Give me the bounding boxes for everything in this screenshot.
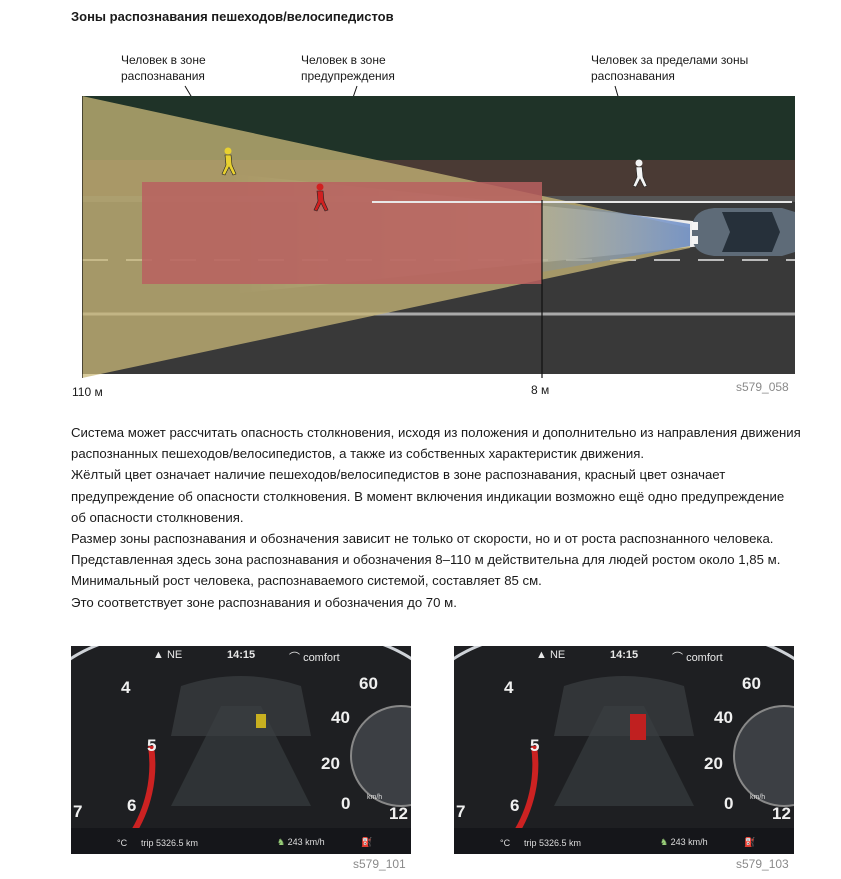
drive-mode: ⌒ comfort	[672, 652, 723, 664]
rpm-label: 4	[121, 678, 131, 697]
callout-warning: Человек в зоне предупреждения	[301, 52, 395, 84]
range-value: 243 km/h	[670, 837, 708, 847]
rpm-label: 7	[456, 802, 466, 821]
speed-label: 60	[742, 674, 761, 693]
heading: ▲ NE	[536, 649, 566, 661]
speed-label: 40	[714, 708, 733, 727]
heading: ▲ NE	[153, 649, 183, 661]
rpm-label: 5	[147, 736, 157, 755]
paragraph: Жёлтый цвет означает наличие пешеходов/в…	[71, 467, 785, 525]
temp-unit: °C	[500, 838, 511, 848]
temp-unit: °C	[117, 838, 128, 848]
drive-mode-text: comfort	[303, 652, 340, 664]
warning-zone	[142, 182, 542, 284]
callout-line: Человек за пределами зоны	[591, 53, 749, 67]
callout-line: Человек в зоне	[121, 53, 206, 67]
figure-code: s579_101	[353, 857, 406, 871]
fuel-icon: ⛽	[361, 837, 373, 847]
page-title: Зоны распознавания пешеходов/велосипедис…	[71, 9, 394, 24]
drive-mode: ⌒ comfort	[289, 652, 340, 664]
heading-text: NE	[549, 649, 566, 661]
callout-detection: Человек в зоне распознавания	[121, 52, 206, 84]
dashboard-graphic	[71, 646, 411, 854]
fuel-icon: ⛽	[744, 837, 756, 847]
speed-label: 60	[359, 674, 378, 693]
speed-label: 40	[331, 708, 350, 727]
callout-outside: Человек за пределами зоны распознавания	[591, 52, 748, 84]
drive-mode-text: comfort	[686, 652, 723, 664]
speed-unit: km/h	[367, 794, 383, 801]
range-value: 243 km/h	[287, 837, 325, 847]
dashboard-warning: ▲ NE 14:15 ⌒ comfort 4 5 6 7 60 40 20 0 …	[454, 646, 794, 854]
heading-text: NE	[166, 649, 183, 661]
dashboard-bottom-bar	[71, 828, 411, 854]
speed-unit: km/h	[750, 794, 766, 801]
trip-value: 5326.5 km	[156, 838, 199, 848]
figure-code: s579_103	[736, 857, 789, 871]
pedestrian-white-icon	[632, 159, 648, 188]
trip-readout: trip 5326.5 km	[141, 838, 198, 848]
speed-label: 12	[772, 804, 791, 823]
distance-near: 8 м	[531, 383, 550, 397]
clock: 14:15	[610, 649, 639, 661]
rpm-label: 6	[510, 796, 520, 815]
paragraph: Система может рассчитать опасность столк…	[71, 425, 801, 462]
trip-readout: trip 5326.5 km	[524, 838, 581, 848]
trip-label: trip	[524, 838, 537, 848]
pedestrian-red-icon	[313, 183, 329, 212]
dashboard-detection: ▲ NE 14:15 ⌒ comfort 4 5 6 7 60 40 20 0 …	[71, 646, 411, 854]
rpm-label: 7	[73, 802, 83, 821]
callout-line: предупреждения	[301, 69, 395, 83]
car-icon	[692, 208, 795, 256]
distance-far: 110 м	[72, 385, 103, 399]
callout-line: распознавания	[121, 69, 205, 83]
dashboard-bottom-bar	[454, 828, 794, 854]
body-text: Система может рассчитать опасность столк…	[71, 422, 801, 613]
speed-label: 0	[341, 794, 351, 813]
clock: 14:15	[227, 649, 256, 661]
dashboard-graphic	[454, 646, 794, 854]
pedestrian-yellow-icon	[221, 147, 237, 176]
near-zone	[542, 200, 690, 272]
callout-line: распознавания	[591, 69, 675, 83]
speed-label: 12	[389, 804, 408, 823]
range-readout: ♞ 243 km/h	[660, 837, 708, 847]
rpm-label: 4	[504, 678, 514, 697]
paragraph: Размер зоны распознавания и обозначения …	[71, 531, 781, 589]
speed-label: 20	[321, 754, 340, 773]
rpm-label: 5	[530, 736, 540, 755]
paragraph: Это соответствует зоне распознавания и о…	[71, 594, 457, 610]
trip-value: 5326.5 km	[539, 838, 582, 848]
zone-diagram	[82, 96, 795, 378]
trip-label: trip	[141, 838, 154, 848]
rpm-label: 6	[127, 796, 137, 815]
callout-line: Человек в зоне	[301, 53, 386, 67]
figure-code: s579_058	[736, 380, 789, 394]
speed-label: 20	[704, 754, 723, 773]
range-readout: ♞ 243 km/h	[277, 837, 325, 847]
speed-label: 0	[724, 794, 734, 813]
